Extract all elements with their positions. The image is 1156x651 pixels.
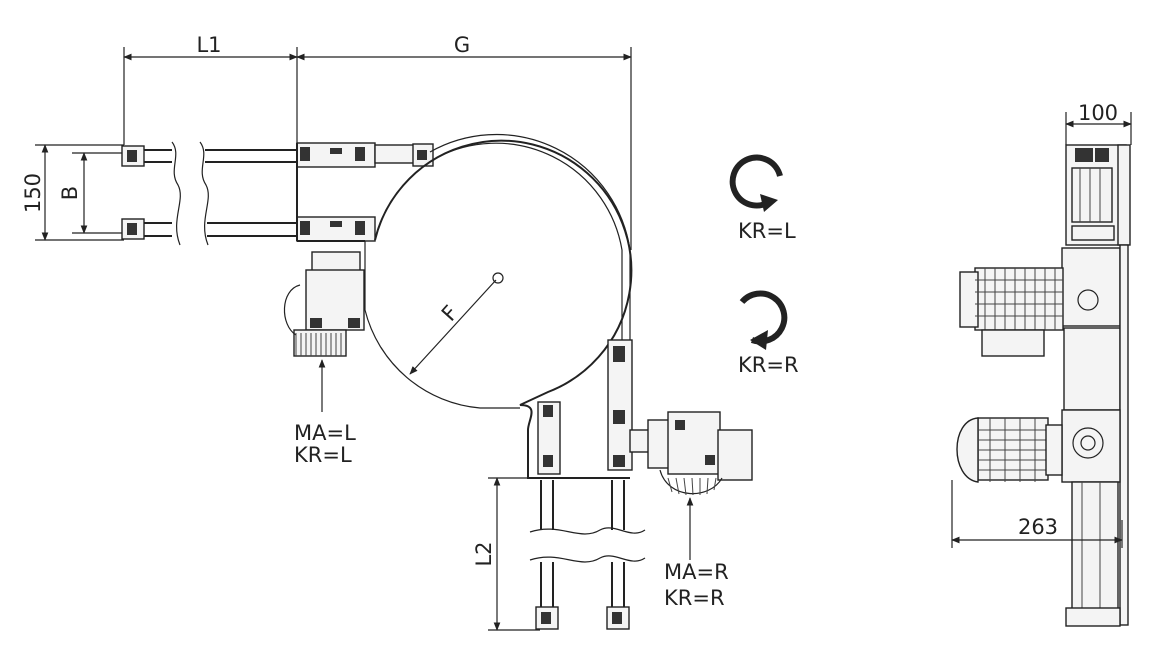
dim-label-l2: L2	[472, 541, 496, 566]
straight-conveyor-section	[121, 141, 297, 246]
rotation-right-label: KR=R	[738, 353, 799, 377]
motor-left: MA=L KR=L	[283, 251, 365, 467]
exit-conveyor-section	[529, 339, 646, 630]
curve-conveyor-unit: F	[296, 133, 633, 479]
rotation-left-label: KR=L	[738, 219, 796, 243]
motor-left-kr: KR=L	[294, 443, 352, 467]
motor-right-ma: MA=R	[664, 560, 729, 584]
rotation-cw-icon: KR=R	[738, 290, 799, 377]
dim-label-263: 263	[1018, 515, 1058, 539]
dim-label-100: 100	[1078, 101, 1118, 125]
dim-label-g: G	[454, 33, 470, 57]
side-view: 100	[951, 101, 1132, 627]
motor-left-ma: MA=L	[294, 421, 356, 445]
motor-right-kr: KR=R	[664, 586, 725, 610]
dim-label-b: B	[58, 186, 82, 200]
dimension-150-b: 150 B	[21, 144, 124, 241]
dimension-l1-g: L1 G	[123, 33, 632, 250]
dim-label-150: 150	[21, 173, 45, 213]
rotation-ccw-icon: KR=L	[729, 154, 796, 243]
motor-right: MA=R KR=R	[629, 411, 753, 610]
dimension-l2: L2	[472, 477, 540, 631]
dim-label-l1: L1	[196, 33, 221, 57]
dim-label-f: F	[437, 301, 463, 326]
